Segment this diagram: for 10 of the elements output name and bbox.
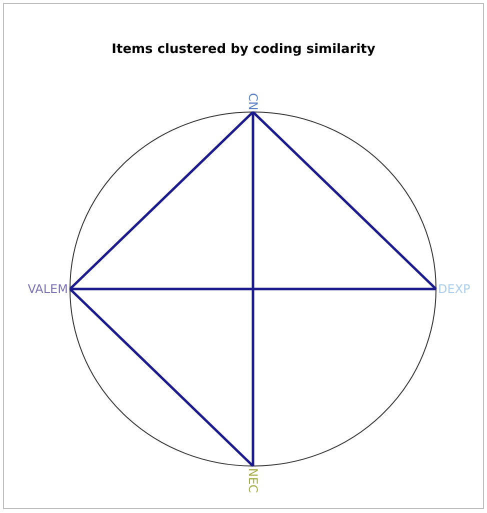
connector-line [69,288,254,467]
node-label: DEXP [438,283,470,295]
node-label: VALEM [28,283,68,295]
node-label: NEC [247,468,259,493]
connector-line [252,111,437,290]
node-label: CN [247,92,259,110]
connector-line [252,112,254,466]
connector-line [69,111,254,290]
connector-line [70,288,436,290]
chart-title: Items clustered by coding similarity [110,42,376,57]
